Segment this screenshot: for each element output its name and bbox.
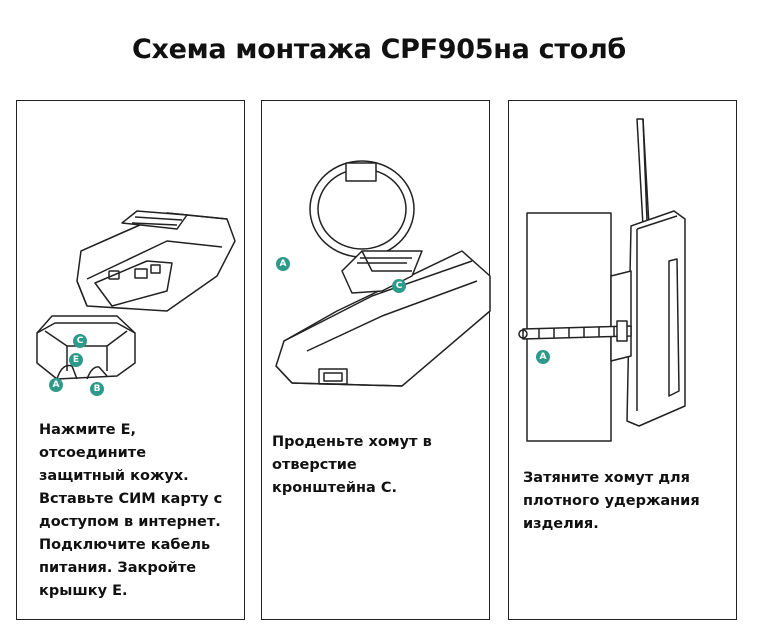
marker-a: A xyxy=(536,350,550,364)
marker-e: E xyxy=(69,353,83,367)
title-part-suffix: на столб xyxy=(493,34,626,65)
marker-c: C xyxy=(392,279,406,293)
device-open-cover-illustration xyxy=(36,210,236,380)
device-mounted-on-pole-illustration xyxy=(518,118,686,442)
marker-a: A xyxy=(49,378,63,392)
step-panel-2: A C Проденьте хомут в отверстие кронштей… xyxy=(261,100,491,620)
step-caption-2: Проденьте хомут в отверстие кронштейна C… xyxy=(272,434,432,496)
marker-c: C xyxy=(73,334,87,348)
device-strap-threading-illustration xyxy=(275,160,491,387)
title-part-main: Схема монтажа CPF905 xyxy=(132,34,494,65)
page-title: Схема монтажа CPF905на столб xyxy=(0,34,758,65)
step-caption-3: Затяните хомут для плотного удержания из… xyxy=(523,470,700,532)
marker-b: B xyxy=(90,382,104,396)
step-caption-1: Нажмите E, отсоедините защитный кожух. В… xyxy=(39,422,223,599)
marker-a: A xyxy=(276,257,290,271)
step-panel-1: C E A B Нажмите E, отсоедините защитный … xyxy=(16,100,245,620)
step-panel-3: A Затяните хомут для плотного удержания … xyxy=(508,100,737,620)
